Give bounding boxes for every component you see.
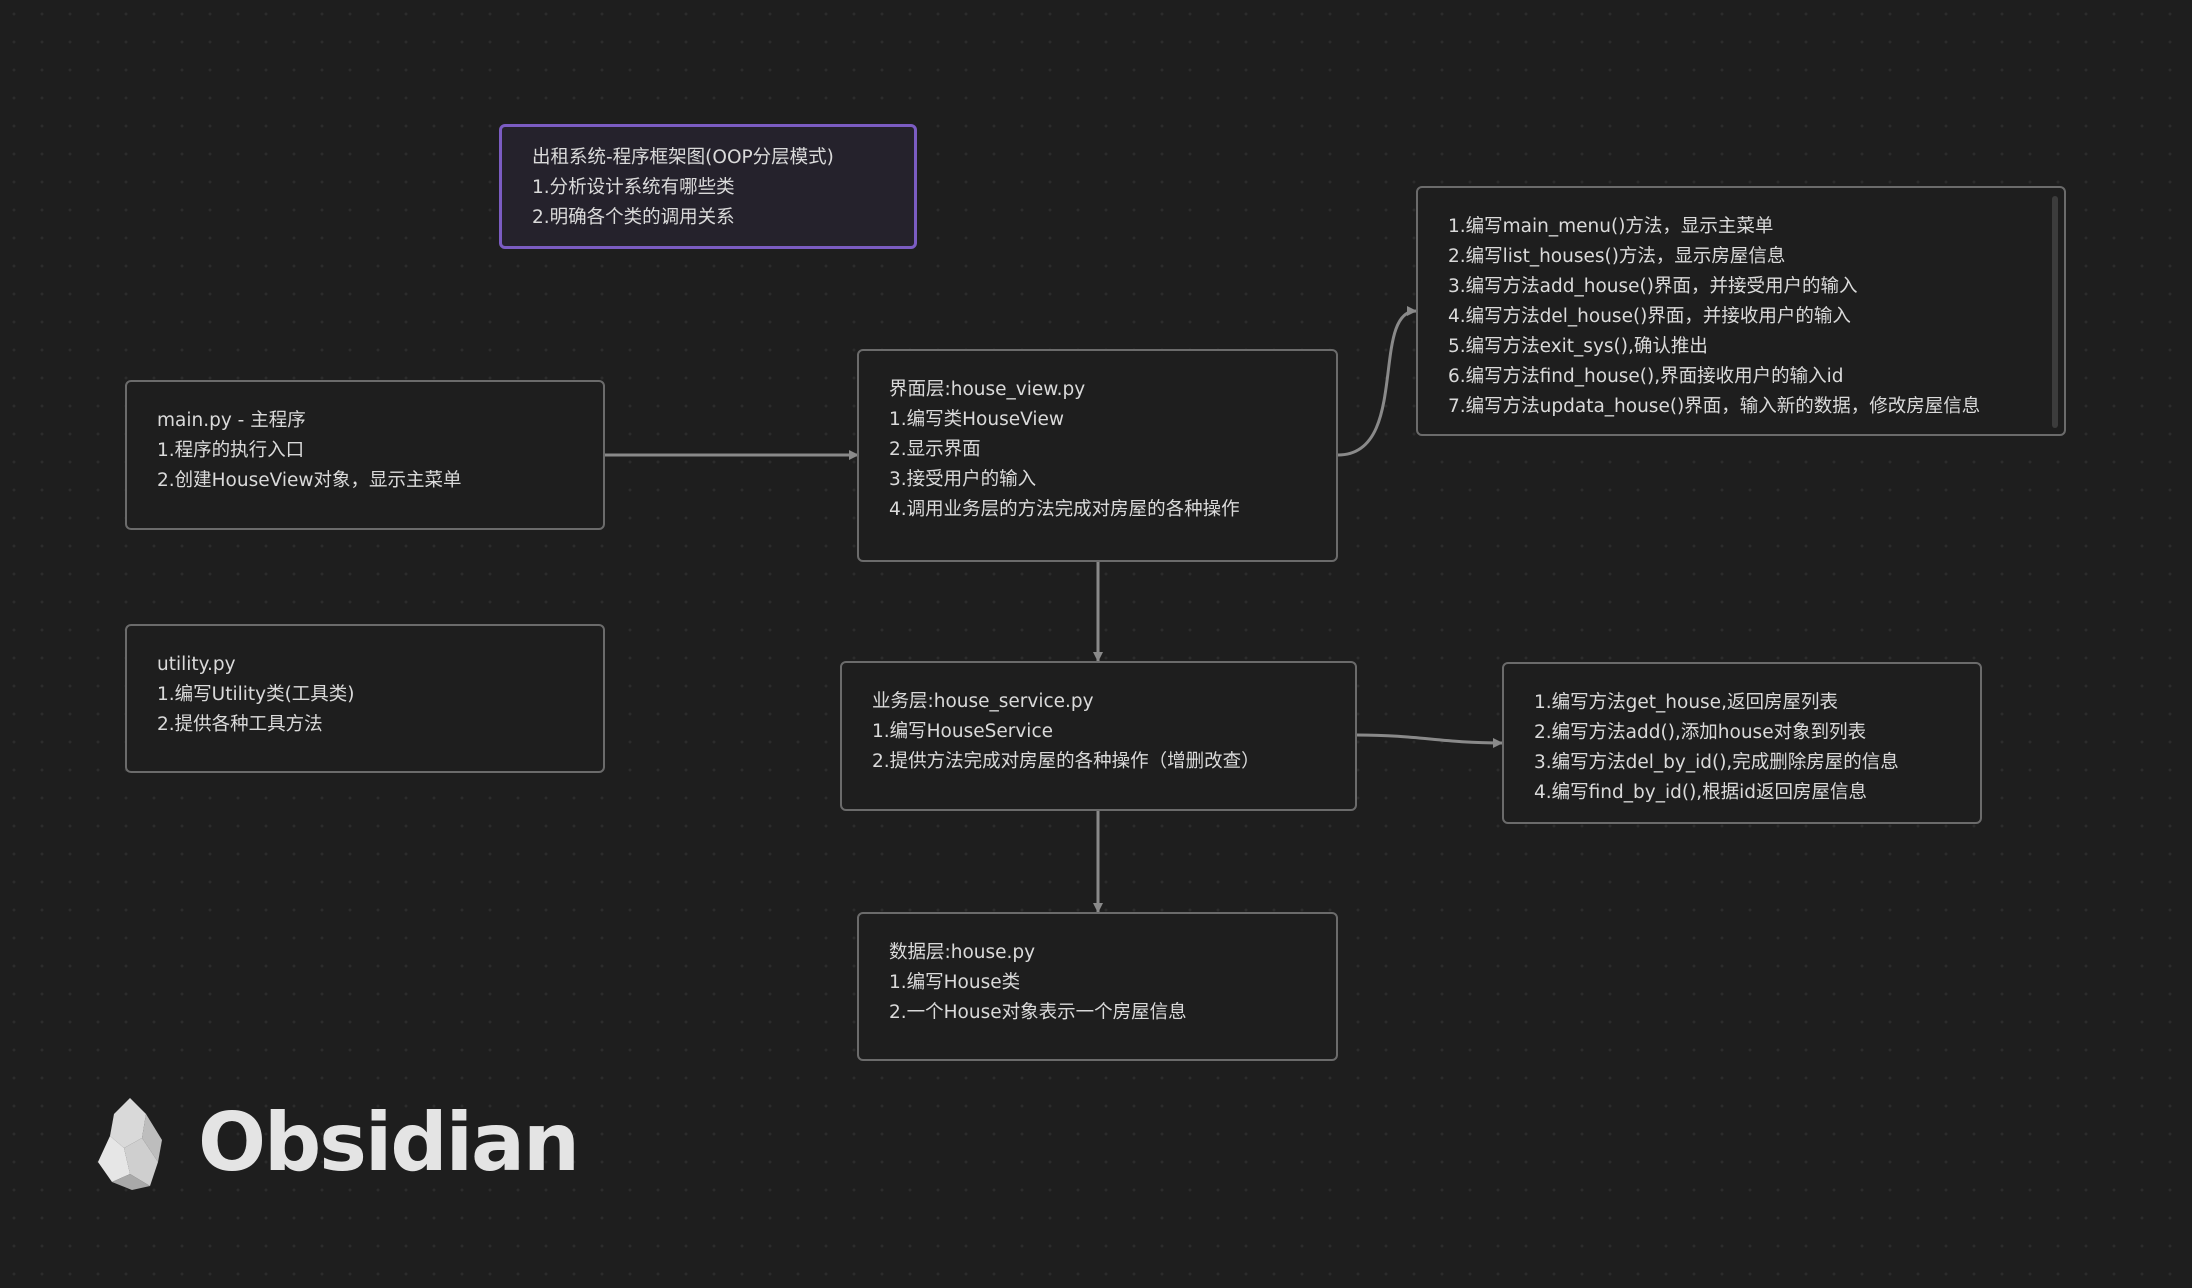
obsidian-crystal-icon xyxy=(98,1098,162,1190)
card-line: 1.程序的执行入口 xyxy=(157,440,305,461)
card-line: 出租系统-程序框架图(OOP分层模式) xyxy=(532,147,834,168)
card-line: 3.编写方法add_house()界面，并接受用户的输入 xyxy=(1448,276,1858,297)
card-line: 1.编写main_menu()方法，显示主菜单 xyxy=(1448,216,1774,237)
card-line: main.py - 主程序 xyxy=(157,410,306,431)
card-line: 1.分析设计系统有哪些类 xyxy=(532,177,735,198)
card-service[interactable]: 业务层:house_service.py 1.编写HouseService 2.… xyxy=(840,661,1357,811)
card-view-methods[interactable]: 1.编写main_menu()方法，显示主菜单 2.编写list_houses(… xyxy=(1416,186,2066,436)
card-line: 4.调用业务层的方法完成对房屋的各种操作 xyxy=(889,499,1240,520)
card-line: 2.提供方法完成对房屋的各种操作（增删改查） xyxy=(872,751,1260,772)
card-line: 4.编写方法del_house()界面，并接收用户的输入 xyxy=(1448,306,1851,327)
card-title[interactable]: 出租系统-程序框架图(OOP分层模式) 1.分析设计系统有哪些类 2.明确各个类… xyxy=(499,124,917,249)
card-line: 1.编写方法get_house,返回房屋列表 xyxy=(1534,692,1838,713)
card-line: 2.一个House对象表示一个房屋信息 xyxy=(889,1002,1187,1023)
card-line: utility.py xyxy=(157,654,236,675)
card-line: 2.编写list_houses()方法，显示房屋信息 xyxy=(1448,246,1786,267)
edge-service-to-service-methods[interactable] xyxy=(1356,733,1503,748)
obsidian-logo: Obsidian xyxy=(96,1096,580,1190)
card-line: 4.编写find_by_id(),根据id返回房屋信息 xyxy=(1534,782,1868,803)
card-line: 2.编写方法add(),添加house对象到列表 xyxy=(1534,722,1867,743)
card-main[interactable]: main.py - 主程序 1.程序的执行入口 2.创建HouseView对象，… xyxy=(125,380,605,530)
card-data[interactable]: 数据层:house.py 1.编写House类 2.一个House对象表示一个房… xyxy=(857,912,1338,1061)
card-line: 1.编写House类 xyxy=(889,972,1021,993)
card-line: 3.接受用户的输入 xyxy=(889,469,1037,490)
card-service-methods[interactable]: 1.编写方法get_house,返回房屋列表 2.编写方法add(),添加hou… xyxy=(1502,662,1982,824)
card-scrollbar[interactable] xyxy=(2052,196,2058,428)
card-line: 数据层:house.py xyxy=(889,942,1036,963)
card-line: 7.编写方法updata_house()界面，输入新的数据，修改房屋信息 xyxy=(1448,396,1981,417)
card-line: 6.编写方法find_house(),界面接收用户的输入id xyxy=(1448,366,1844,387)
card-line: 2.提供各种工具方法 xyxy=(157,714,323,735)
edge-view-to-view-methods[interactable] xyxy=(1337,306,1417,457)
card-line: 2.明确各个类的调用关系 xyxy=(532,207,735,228)
card-line: 5.编写方法exit_sys(),确认推出 xyxy=(1448,336,1708,357)
card-line: 2.创建HouseView对象，显示主菜单 xyxy=(157,470,462,491)
card-line: 1.编写HouseService xyxy=(872,721,1053,742)
card-view[interactable]: 界面层:house_view.py 1.编写类HouseView 2.显示界面 … xyxy=(857,349,1338,562)
card-line: 1.编写类HouseView xyxy=(889,409,1065,430)
logo-wordmark: Obsidian xyxy=(198,1096,580,1189)
card-line: 1.编写Utility类(工具类) xyxy=(157,684,355,705)
card-line: 界面层:house_view.py xyxy=(889,379,1086,400)
card-line: 3.编写方法del_by_id(),完成删除房屋的信息 xyxy=(1534,752,1899,773)
card-line: 2.显示界面 xyxy=(889,439,981,460)
card-utility[interactable]: utility.py 1.编写Utility类(工具类) 2.提供各种工具方法 xyxy=(125,624,605,773)
card-line: 业务层:house_service.py xyxy=(872,691,1094,712)
